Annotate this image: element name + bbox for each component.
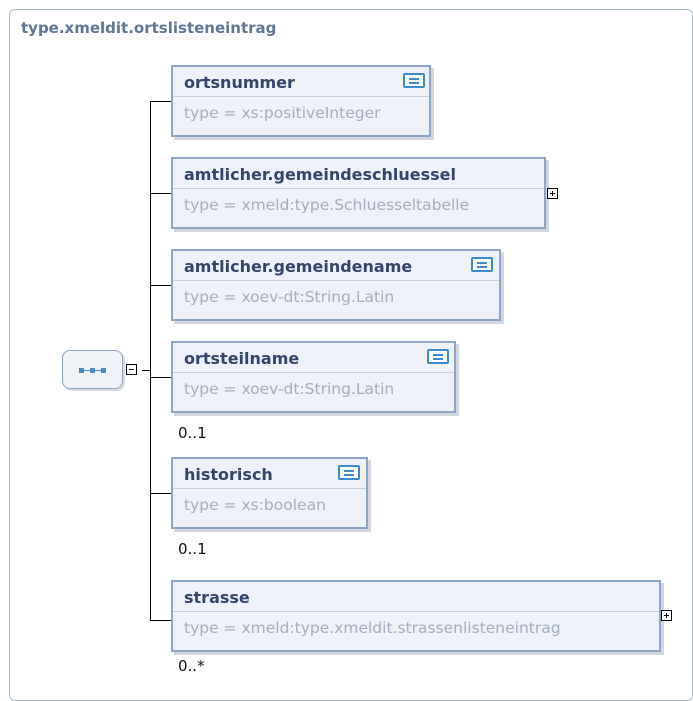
element-box[interactable]: strasse type = xmeld:type.xmeldit.strass… xyxy=(171,580,661,652)
connector-branch xyxy=(150,493,171,494)
sequence-compositor[interactable] xyxy=(62,350,123,389)
element-type: type = xs:boolean xyxy=(184,496,326,514)
connector-trunk xyxy=(150,101,151,621)
element-name: amtlicher.gemeindeschluessel xyxy=(184,165,457,184)
documentation-icon[interactable] xyxy=(427,349,449,364)
element-name: ortsteilname xyxy=(184,349,300,368)
connector-stub xyxy=(142,370,150,371)
connector-branch xyxy=(150,101,171,102)
element-name: historisch xyxy=(184,465,273,484)
occurrence-label: 0..1 xyxy=(178,540,207,558)
documentation-icon[interactable] xyxy=(471,257,493,272)
occurrence-label: 0..* xyxy=(178,657,205,675)
element-box[interactable]: historisch type = xs:boolean xyxy=(171,457,368,529)
element-type: type = xmeld:type.xmeldit.strassenlisten… xyxy=(184,619,561,637)
element-type: type = xmeld:type.Schluesseltabelle xyxy=(184,196,470,214)
element-name: strasse xyxy=(184,588,250,607)
element-box[interactable]: ortsteilname type = xoev-dt:String.Latin xyxy=(171,341,456,413)
element-box[interactable]: amtlicher.gemeindeschluessel type = xmel… xyxy=(171,157,546,229)
occurrence-label: 0..1 xyxy=(178,424,207,442)
element-type: type = xoev-dt:String.Latin xyxy=(184,288,395,306)
connector-branch xyxy=(150,193,171,194)
documentation-icon[interactable] xyxy=(403,73,425,88)
frame-title: type.xmeldit.ortslisteneintrag xyxy=(21,19,277,37)
expand-toggle-icon[interactable] xyxy=(547,188,558,199)
sequence-icon xyxy=(79,368,107,373)
element-type: type = xs:positiveInteger xyxy=(184,104,381,122)
collapse-toggle-icon[interactable] xyxy=(126,364,137,375)
element-box[interactable]: amtlicher.gemeindename type = xoev-dt:St… xyxy=(171,249,501,321)
documentation-icon[interactable] xyxy=(338,465,360,480)
element-box[interactable]: ortsnummer type = xs:positiveInteger xyxy=(171,65,431,137)
connector-branch xyxy=(150,377,171,378)
element-type: type = xoev-dt:String.Latin xyxy=(184,380,395,398)
element-name: amtlicher.gemeindename xyxy=(184,257,413,276)
connector-branch xyxy=(150,620,171,621)
expand-toggle-icon[interactable] xyxy=(661,610,672,621)
element-name: ortsnummer xyxy=(184,73,295,92)
connector-branch xyxy=(150,285,171,286)
